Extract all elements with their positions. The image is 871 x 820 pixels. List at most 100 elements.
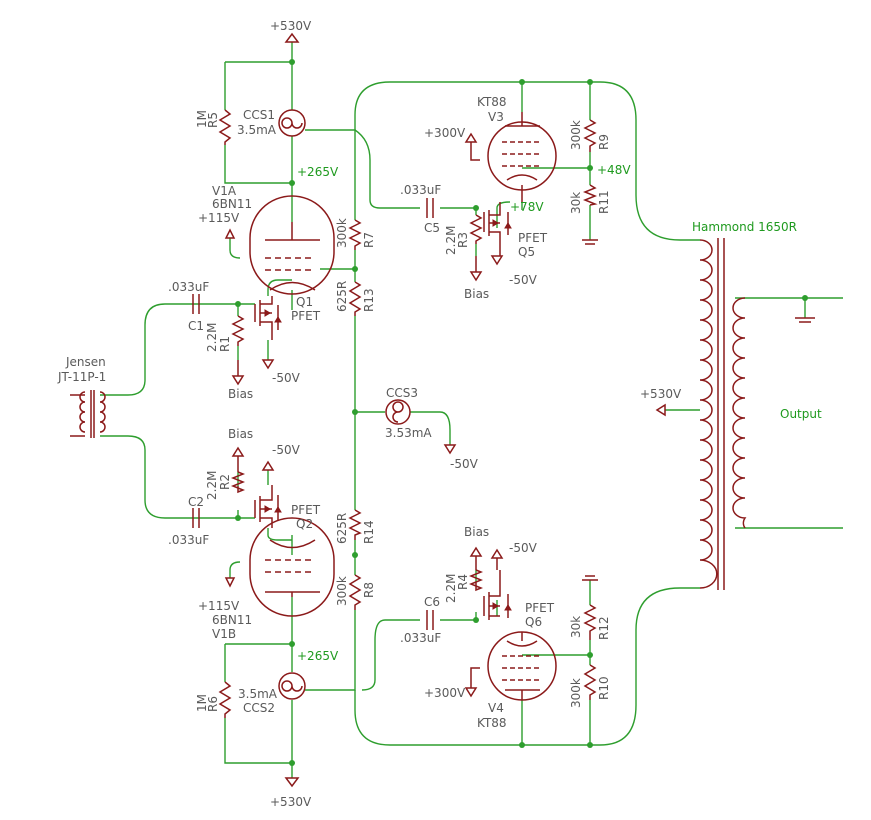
resistor-r12-icon	[583, 604, 597, 640]
junction	[587, 79, 593, 85]
label-q1: Q1	[296, 295, 313, 309]
wires	[100, 42, 843, 778]
label-c6: C6	[424, 595, 440, 609]
label-v3-type: KT88	[477, 95, 507, 109]
capacitors	[192, 198, 434, 630]
ground-icon	[795, 317, 815, 323]
label-r6-value: 1M	[195, 694, 209, 712]
label-bias-r1: Bias	[228, 387, 253, 401]
input-transformer-icon	[70, 390, 106, 438]
pfet-q5-icon	[483, 202, 512, 256]
junction	[802, 295, 808, 301]
label-c6-value: .033uF	[400, 631, 441, 645]
label-v1b-heater: +115V	[198, 599, 240, 613]
junction	[235, 515, 241, 521]
label-v1b-type: 6BN11	[212, 613, 252, 627]
label-neg50-q5: -50V	[509, 273, 538, 287]
junction	[352, 409, 358, 415]
junction	[235, 301, 241, 307]
label-neg50-q1: -50V	[272, 371, 301, 385]
labels: +530V +530V +530V CCS1 3.5mA CCS2 3.5mA …	[57, 19, 822, 809]
supply-arrow-icon	[261, 359, 275, 370]
label-q5-type: PFET	[518, 231, 548, 245]
label-r9-value: 300k	[569, 120, 583, 150]
resistor-r13-icon	[348, 281, 362, 316]
ground-icon	[582, 239, 598, 245]
label-vplus-top: +530V	[270, 19, 312, 33]
junction	[519, 742, 525, 748]
junction	[352, 552, 358, 558]
ccs3-icon	[385, 399, 411, 425]
label-v265-bottom: +265V	[297, 649, 339, 663]
pfet-q6-icon	[483, 570, 512, 620]
pfet-q2-icon	[254, 485, 282, 528]
label-bias-r3: Bias	[464, 287, 489, 301]
supply-arrow-icon	[490, 548, 504, 570]
label-output: Output	[780, 407, 822, 421]
resistor-r7-icon	[348, 219, 362, 250]
output-transformer-icon	[699, 238, 747, 590]
label-r8-value: 300k	[335, 576, 349, 606]
label-c2: C2	[188, 495, 204, 509]
label-r14-value: 625R	[335, 513, 349, 544]
bias-arrow-icon	[469, 256, 483, 282]
label-r10: R10	[597, 676, 611, 700]
supply-arrow-icon	[490, 255, 504, 266]
label-q1-type: PFET	[291, 309, 321, 323]
label-r1-value: 2.2M	[205, 323, 219, 352]
resistor-r2-icon	[230, 471, 246, 494]
label-ccs3-value: 3.53mA	[385, 426, 432, 440]
label-r14: R14	[362, 520, 376, 544]
label-r7-value: 300k	[335, 218, 349, 248]
pfets	[254, 202, 512, 620]
junction	[587, 652, 593, 658]
resistor-r6-icon	[218, 681, 232, 718]
label-vplus-bottom: +530V	[270, 795, 312, 809]
label-r4: R4	[456, 574, 470, 590]
label-r10-value: 300k	[569, 678, 583, 708]
label-q5: Q5	[518, 245, 535, 259]
label-neg50-q6: -50V	[509, 541, 538, 555]
supply-arrow-icon	[464, 667, 480, 698]
label-v78: +78V	[510, 200, 544, 214]
label-v1a: V1A	[212, 184, 237, 198]
label-r12-value: 30k	[569, 616, 583, 638]
label-hammond: Hammond 1650R	[692, 220, 797, 234]
label-q2: Q2	[296, 517, 313, 531]
label-v4-type: KT88	[477, 716, 507, 730]
resistor-r3-icon	[469, 214, 483, 244]
label-ccs3: CCS3	[386, 386, 418, 400]
label-r2-value: 2.2M	[205, 471, 219, 500]
label-vplus-mid: +530V	[640, 387, 682, 401]
supply-arrow-icon	[261, 460, 275, 471]
label-r5: R5	[206, 112, 220, 128]
resistors	[218, 109, 598, 718]
capacitor-c6-icon	[426, 610, 434, 630]
capacitor-c2-icon	[192, 508, 200, 528]
supply-arrow-icon	[284, 32, 300, 43]
bias-arrow-icon	[231, 360, 245, 386]
resistor-r11-icon	[582, 184, 598, 206]
junction	[473, 205, 479, 211]
label-v48: +48V	[597, 163, 631, 177]
label-jensen: Jensen	[65, 355, 106, 369]
junctions	[235, 59, 808, 766]
label-r2: R2	[218, 474, 232, 490]
label-jensen-model: JT-11P-1	[57, 370, 106, 384]
label-neg50-q2: -50V	[272, 443, 301, 457]
tube-v4-icon	[487, 631, 557, 701]
supply-arrow-icon	[284, 777, 300, 788]
label-v4: V4	[488, 701, 504, 715]
label-r4-value: 2.2M	[444, 574, 458, 603]
junction	[289, 641, 295, 647]
label-c1-value: .033uF	[168, 280, 209, 294]
label-v1a-heater: +115V	[198, 211, 240, 225]
label-r13: R13	[362, 288, 376, 312]
label-ccs2: CCS2	[243, 701, 275, 715]
label-q2-type: PFET	[291, 503, 321, 517]
supply-symbols	[224, 32, 815, 788]
label-bias-r4: Bias	[464, 525, 489, 539]
resistor-r4-icon	[468, 569, 484, 592]
label-v300-v4: +300V	[424, 686, 466, 700]
